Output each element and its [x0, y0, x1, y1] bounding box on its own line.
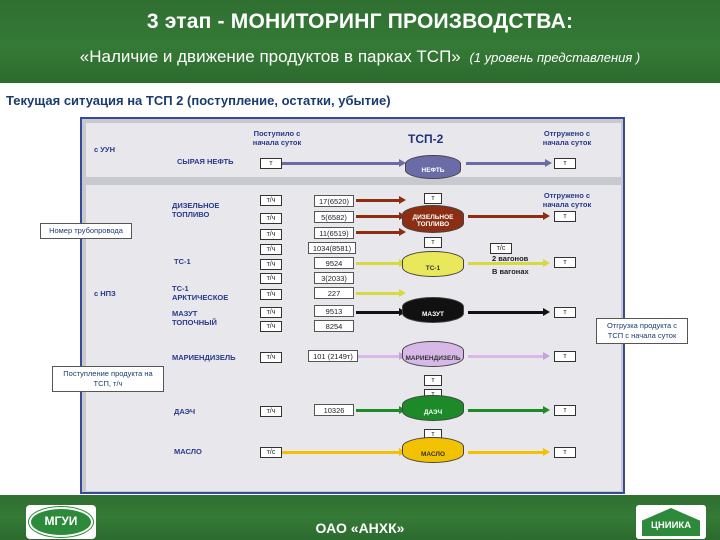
- daech-out-box: т: [554, 405, 576, 416]
- product-diesel: ДИЗЕЛЬНОЕ ТОПЛИВО: [172, 201, 220, 219]
- diesel-arrow-3: [356, 228, 406, 236]
- tank-oil-products: МАСЛО: [402, 437, 464, 463]
- arctic-arrow: [356, 289, 406, 297]
- diesel-tank-top-box: т: [424, 193, 442, 204]
- company-name: ОАО «АНХК»: [315, 520, 405, 536]
- shipped-header: Отгружено с начала суток: [542, 129, 592, 147]
- tank-marine: МАРИЕНДИЗЕЛЬ: [402, 341, 464, 367]
- product-mazut: МАЗУТ ТОПОЧНЫЙ: [172, 309, 217, 327]
- ts1-arrow-in: [356, 259, 406, 267]
- diesel-unit-3: т/ч: [260, 229, 282, 240]
- tsp-flow-diagram: Поступило с начала суток Отгружено с нач…: [80, 117, 625, 494]
- diesel-out-box: т: [554, 211, 576, 222]
- diesel-unit-1: т/ч: [260, 195, 282, 206]
- product-oil: МАСЛО: [174, 447, 202, 456]
- daech-unit: т/ч: [260, 406, 282, 417]
- mazut-unit-1: т/ч: [260, 307, 282, 318]
- source-uun: с УУН: [94, 145, 116, 154]
- crude-out-box: т: [554, 158, 576, 169]
- crude-band: [86, 123, 621, 177]
- logo-right-text: ЦНИИКА: [650, 520, 692, 531]
- crude-unit-box: т: [260, 158, 282, 169]
- received-header: Поступило с начала суток: [252, 129, 302, 147]
- wagons-1: 2 вагонов: [492, 254, 529, 263]
- daech-arrow-out: [468, 406, 550, 414]
- ts1-out-box: т: [554, 257, 576, 268]
- tank-oil: НЕФТЬ: [405, 155, 461, 179]
- product-marine: МАРИЕНДИЗЕЛЬ: [172, 353, 236, 362]
- value-v6: 3(2033): [314, 272, 354, 284]
- ts1-unit-1: т/ч: [260, 259, 282, 270]
- tank-mazut: МАЗУТ: [402, 297, 464, 323]
- value-v10: 101 (2149т): [308, 350, 358, 362]
- page-subtitle: «Наличие и движение продуктов в парках Т…: [0, 47, 720, 67]
- crude-arrow-in: [282, 159, 406, 167]
- marine-unit: т/ч: [260, 352, 282, 363]
- diesel-arrow-2: [356, 212, 406, 220]
- mazut-arrow-out: [468, 308, 550, 316]
- source-npz: с НПЗ: [94, 289, 116, 298]
- diesel-tank-bottom-box: т: [424, 237, 442, 248]
- shipped-header-2: Отгружено с начала суток: [542, 191, 592, 209]
- callout-pipeline: Номер трубопровода: [40, 223, 132, 239]
- value-v2: 5(6582): [314, 211, 354, 223]
- daech-arrow-in: [356, 406, 406, 414]
- oil-arrow-in: [282, 448, 406, 456]
- wagons-2: В вагонах: [492, 267, 529, 276]
- marine-arrow-out: [468, 352, 550, 360]
- diesel-unit-4: т/ч: [260, 244, 282, 255]
- arctic-unit: т/ч: [260, 289, 282, 300]
- footer-bar: [0, 495, 720, 540]
- page-title: 3 этап - МОНИТОРИНГ ПРОИЗВОДСТВА:: [146, 10, 574, 33]
- logo-left-ring: [29, 507, 93, 537]
- callout-shipment: Отгрузка продукта с ТСП с начала суток: [596, 318, 688, 344]
- situation-caption: Текущая ситуация на ТСП 2 (поступление, …: [6, 93, 391, 108]
- ts1-unit-2: т/ч: [260, 273, 282, 284]
- marine-bottom-box: т: [424, 375, 442, 386]
- value-v11: 10326: [314, 404, 354, 416]
- subtitle-note: (1 уровень представления ): [469, 50, 641, 65]
- subtitle-text: «Наличие и движение продуктов в парках Т…: [79, 47, 461, 66]
- logo-left-text: МГУИ: [44, 514, 78, 528]
- logo-left: МГУИ: [26, 505, 96, 539]
- oil-out-box: т: [554, 447, 576, 458]
- callout-receipt: Поступление продукта на ТСП, т/ч: [52, 366, 164, 392]
- tank-ts1: ТС-1: [402, 251, 464, 277]
- diesel-arrow-1: [356, 196, 406, 204]
- mazut-out-box: т: [554, 307, 576, 318]
- product-crude: СЫРАЯ НЕФТЬ: [177, 157, 234, 166]
- diesel-arrow-out: [468, 212, 550, 220]
- ts1-wagon-box: т/с: [490, 243, 512, 254]
- diesel-unit-2: т/ч: [260, 213, 282, 224]
- product-ts1: ТС-1: [174, 257, 191, 266]
- product-ts1-arctic: ТС-1 АРКТИЧЕСКОЕ: [172, 284, 229, 302]
- mazut-arrow-in: [356, 308, 406, 316]
- tank-daech: ДАЭЧ: [402, 395, 464, 421]
- value-v4: 1034(8581): [308, 242, 356, 254]
- tsp-label: ТСП-2: [408, 132, 444, 146]
- header-bar: 3 этап - МОНИТОРИНГ ПРОИЗВОДСТВА: «Налич…: [0, 0, 720, 83]
- oil-unit: т/с: [260, 447, 282, 458]
- crude-arrow-out: [466, 159, 552, 167]
- value-v1: 17(6520): [314, 195, 354, 207]
- value-v5: 9524: [314, 257, 354, 269]
- value-v9: 8254: [314, 320, 354, 332]
- marine-out-box: т: [554, 351, 576, 362]
- marine-arrow-in: [358, 352, 406, 360]
- ts1-arrow-out: [468, 259, 550, 267]
- tank-diesel: ДИЗЕЛЬНОЕ ТОПЛИВО: [402, 205, 464, 233]
- oil-arrow-out: [468, 448, 550, 456]
- value-v3: 11(6519): [314, 227, 354, 239]
- value-v8: 9513: [314, 305, 354, 317]
- logo-right: ЦНИИКА: [636, 505, 706, 539]
- product-daech: ДАЭЧ: [174, 407, 196, 416]
- mazut-unit-2: т/ч: [260, 321, 282, 332]
- value-v7: 227: [314, 287, 354, 299]
